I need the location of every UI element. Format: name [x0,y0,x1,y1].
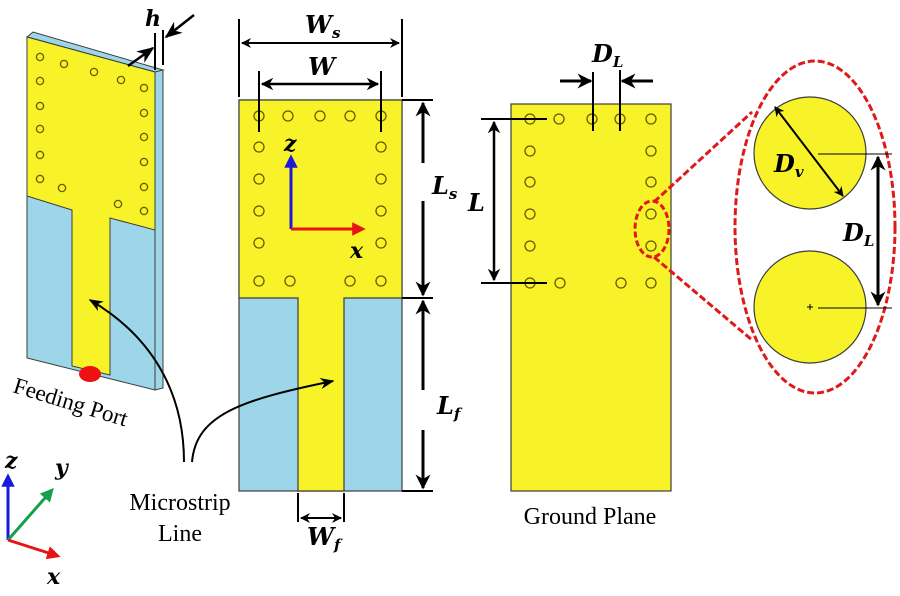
microstrip-caption-line1: Microstrip [129,490,230,516]
dv-label: Dv [773,149,804,181]
ws-label: Ws [305,10,341,42]
substrate-side [154,69,164,391]
front-axis-x-label: x [349,238,364,264]
microstrip-pointer-iso [88,299,185,463]
lf-label: Lf [436,391,463,423]
microstrip-pointer-front [191,378,335,463]
ground-plane-caption: Ground Plane [524,504,657,530]
iso-axis-x [7,538,61,560]
feeding-port-caption: Feeding Port [11,373,132,432]
h-arrow-in [127,46,155,68]
microstrip-caption-line2: Line [158,521,202,547]
l-label: L [467,188,485,217]
dl-detail-label: DL [842,218,874,250]
isometric-view: h Feeding Port [11,6,195,463]
callout-line-bottom [653,255,753,342]
iso-axis-y-label: y [54,455,70,481]
callout-source [633,199,671,259]
callout-line-top [652,110,754,204]
ls-label: Ls [431,171,458,203]
dv-dimension [774,106,844,197]
feeding-port [79,366,101,382]
iso-axes: z y x [1,448,70,590]
wf-label: Wf [307,522,343,554]
iso-via-array [35,52,149,216]
w-label: W [308,52,337,81]
h-arrow-out [164,14,195,39]
front-radiator [238,99,403,492]
ground-plane [510,103,672,492]
dl-top-label: DL [591,39,623,71]
front-view: z x Ws W Ls Lf Wf [191,10,463,554]
back-view: DL L Ground Plane [467,39,754,530]
iso-axis-z-label: z [4,448,18,474]
radiator-patch [26,36,156,376]
iso-axis-y [6,487,54,541]
h-label: h [145,6,161,32]
iso-axis-x-label: x [46,564,61,590]
via-detail: Dv DL [733,59,897,395]
front-axis-z-label: z [283,131,297,157]
